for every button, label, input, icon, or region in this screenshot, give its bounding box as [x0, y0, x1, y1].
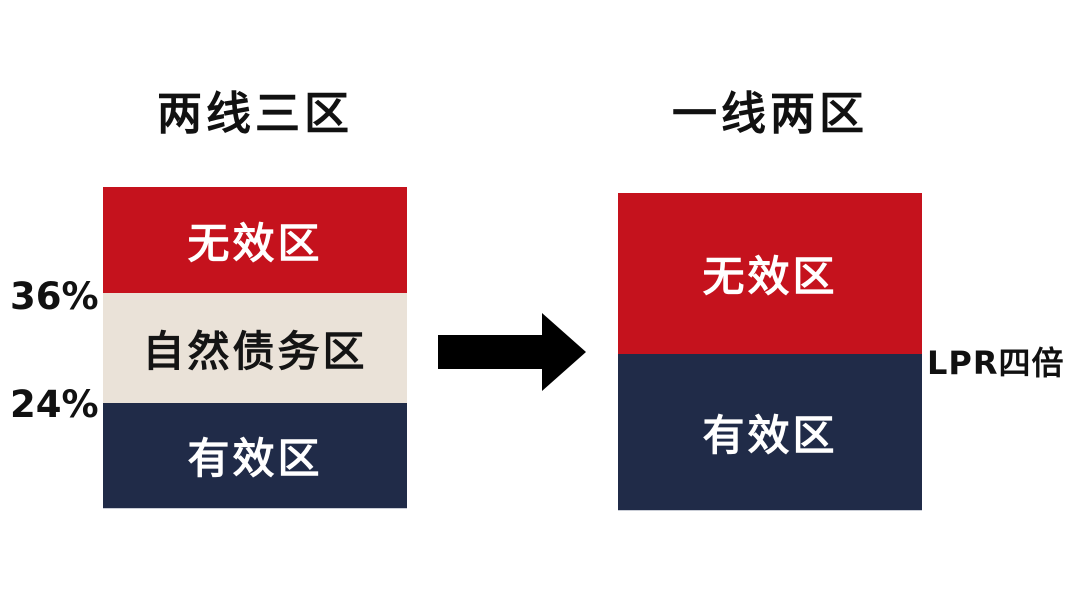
right-chart-title: 一线两区: [671, 87, 868, 140]
right-invalid-zone: 无效区: [618, 193, 922, 354]
left-valid-zone: 有效区: [103, 403, 407, 508]
right-boundary-label: LPR四倍: [927, 344, 1065, 382]
left-chart-title: 两线三区: [156, 87, 353, 140]
right-chart-stack: 无效区 有效区: [618, 193, 922, 510]
left-lower-boundary-label: 24%: [10, 383, 99, 426]
left-natural-debt-zone: 自然债务区: [103, 293, 407, 403]
left-upper-boundary-label: 36%: [10, 275, 99, 318]
left-chart-stack: 无效区 自然债务区 有效区: [103, 187, 407, 508]
right-valid-zone: 有效区: [618, 354, 922, 510]
left-invalid-zone: 无效区: [103, 187, 407, 293]
right-arrow-icon: [438, 313, 586, 391]
